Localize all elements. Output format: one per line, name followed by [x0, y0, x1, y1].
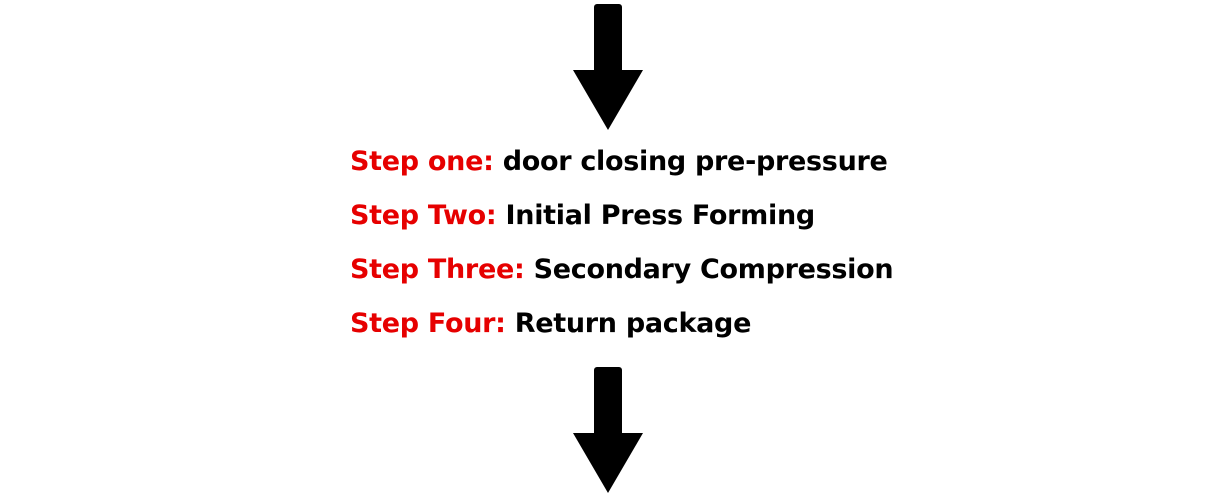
step-label: Step Two:	[350, 200, 497, 231]
step-item-two: Step Two: Initial Press Forming	[350, 194, 893, 248]
step-item-one: Step one: door closing pre-pressure	[350, 140, 893, 194]
step-label: Step Four:	[350, 308, 506, 339]
step-item-three: Step Three: Secondary Compression	[350, 248, 894, 302]
step-text: Initial Press Forming	[505, 200, 816, 231]
step-text: door closing pre-pressure	[502, 146, 888, 177]
step-text: Secondary Compression	[533, 254, 894, 285]
step-item-four: Step Four: Return package	[350, 302, 893, 356]
step-list: Step one: door closing pre-pressure Step…	[350, 140, 894, 356]
step-text: Return package	[514, 308, 752, 339]
step-label: Step Three:	[350, 254, 525, 285]
step-label: Step one:	[350, 146, 494, 177]
arrow-down-icon	[573, 367, 643, 493]
arrow-down-icon	[573, 4, 643, 130]
